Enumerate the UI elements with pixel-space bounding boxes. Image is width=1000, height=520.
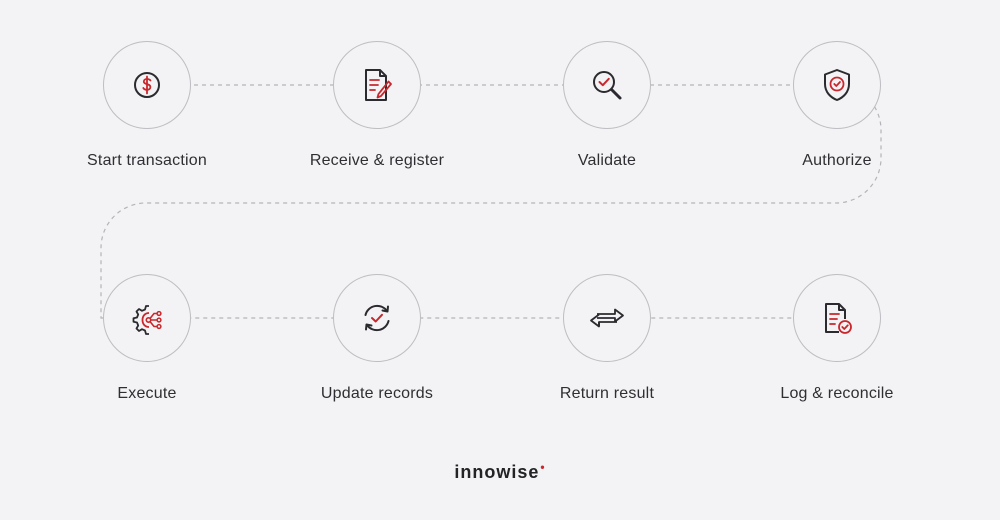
- step-circle: [563, 274, 651, 362]
- step-label: Authorize: [802, 152, 872, 169]
- dollar-circle-icon: [134, 72, 160, 98]
- brand-logo: innowise•: [0, 460, 1000, 483]
- document-check-icon: [825, 303, 852, 334]
- sync-check-icon: [364, 304, 390, 332]
- step-circle: [103, 274, 191, 362]
- magnifier-check-icon: [593, 71, 622, 100]
- step-label: Start transaction: [87, 152, 207, 169]
- step-label: Log & reconcile: [780, 385, 894, 402]
- step-circle: [793, 41, 881, 129]
- step-circle: [333, 274, 421, 362]
- step-circle: [563, 41, 651, 129]
- step-circle: [103, 41, 191, 129]
- step-circle: [333, 41, 421, 129]
- step-circle: [793, 274, 881, 362]
- step-label: Return result: [559, 385, 655, 402]
- document-pen-icon: [365, 69, 392, 101]
- shield-check-icon: [824, 69, 850, 101]
- step-label: Execute: [117, 385, 177, 402]
- step-label: Validate: [577, 152, 637, 169]
- gear-network-icon: [132, 305, 162, 335]
- swap-arrows-icon: [590, 308, 624, 328]
- brand-name: innowise: [454, 462, 540, 482]
- step-label: Update records: [320, 385, 434, 402]
- brand-dot: •: [540, 460, 546, 474]
- step-label: Receive & register: [309, 152, 445, 169]
